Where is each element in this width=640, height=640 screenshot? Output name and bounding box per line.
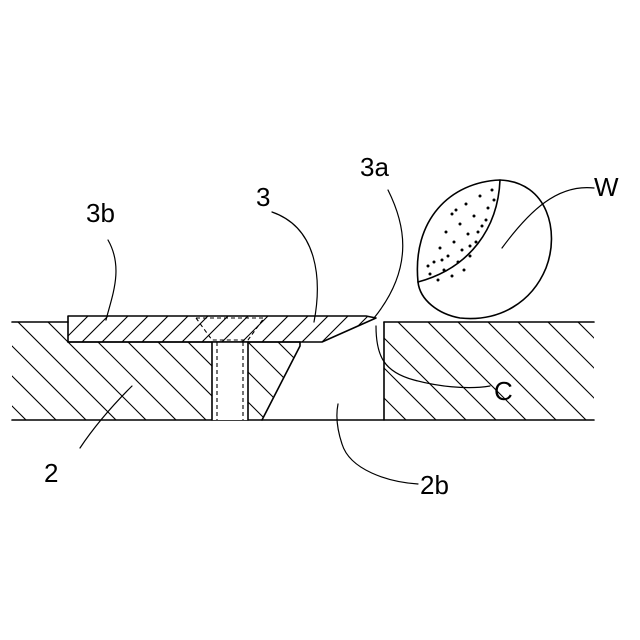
hatch-line <box>0 314 10 344</box>
label-w: W <box>594 172 619 202</box>
stipple-dot <box>447 255 450 258</box>
hatch-line <box>14 318 120 424</box>
hatch-line <box>104 318 210 424</box>
stipple-dot <box>463 269 466 272</box>
label-c: C <box>494 376 513 406</box>
hatch-line <box>60 314 90 344</box>
stipple-dot <box>451 213 454 216</box>
hatch-line <box>0 318 30 424</box>
stipple-dot <box>477 231 480 234</box>
stipple-dot <box>481 225 484 228</box>
hatch-line <box>244 318 350 424</box>
stipple-dot <box>441 259 444 262</box>
leader-3b <box>106 240 116 320</box>
leader-2 <box>80 386 132 448</box>
hatch-line <box>334 318 440 424</box>
stipple-dot <box>451 275 454 278</box>
hatch-line <box>604 318 640 424</box>
stipple-dot <box>469 255 472 258</box>
hatch-line <box>574 318 640 424</box>
hatch-line <box>424 318 530 424</box>
stipple-dot <box>487 207 490 210</box>
label-2: 2 <box>44 458 58 488</box>
stipple-dot <box>479 195 482 198</box>
hatch-line <box>454 318 560 424</box>
workpiece-cut-face-edge <box>418 180 500 282</box>
stipple-dot <box>465 203 468 206</box>
label-3a: 3a <box>360 152 389 182</box>
hatch-line <box>484 318 590 424</box>
stipple-dot <box>467 233 470 236</box>
hatch-line <box>340 314 370 344</box>
stipple-dot <box>469 245 472 248</box>
base-hatching-right <box>244 318 640 424</box>
label-3b: 3b <box>86 198 115 228</box>
hatch-line <box>80 314 110 344</box>
stipple-dot <box>439 247 442 250</box>
stipple-dot <box>475 241 478 244</box>
workpiece-stipple <box>427 189 496 282</box>
hatch-line <box>364 318 470 424</box>
stipple-dot <box>459 223 462 226</box>
blade-hatching <box>0 314 390 344</box>
hatch-line <box>514 318 620 424</box>
label-2b: 2b <box>420 470 449 500</box>
stipple-dot <box>453 241 456 244</box>
stipple-dot <box>433 261 436 264</box>
workpiece-outline <box>417 180 551 319</box>
hatch-line <box>44 318 150 424</box>
hatch-line <box>544 318 640 424</box>
screw-head <box>196 318 264 340</box>
stipple-dot <box>473 215 476 218</box>
hatch-line <box>280 314 310 344</box>
hatch-line <box>394 318 500 424</box>
leader-2b <box>337 404 418 484</box>
leader-3 <box>272 212 317 322</box>
leader-3a <box>374 190 403 318</box>
hatch-line <box>120 314 150 344</box>
stipple-dot <box>427 265 430 268</box>
blade-outline <box>68 316 376 342</box>
stipple-dot <box>455 209 458 212</box>
hatch-line <box>260 314 290 344</box>
stipple-dot <box>437 279 440 282</box>
hatch-line <box>160 314 190 344</box>
stipple-dot <box>485 219 488 222</box>
stipple-dot <box>491 189 494 192</box>
stipple-dot <box>445 231 448 234</box>
hatch-line <box>320 314 350 344</box>
hatch-line <box>140 314 170 344</box>
stipple-dot <box>461 249 464 252</box>
hatch-line <box>100 314 130 344</box>
opening-slanted-wall <box>262 342 300 420</box>
stipple-dot <box>493 199 496 202</box>
stipple-dot <box>429 273 432 276</box>
stipple-dot <box>457 261 460 264</box>
label-3: 3 <box>256 182 270 212</box>
stipple-dot <box>443 269 446 272</box>
